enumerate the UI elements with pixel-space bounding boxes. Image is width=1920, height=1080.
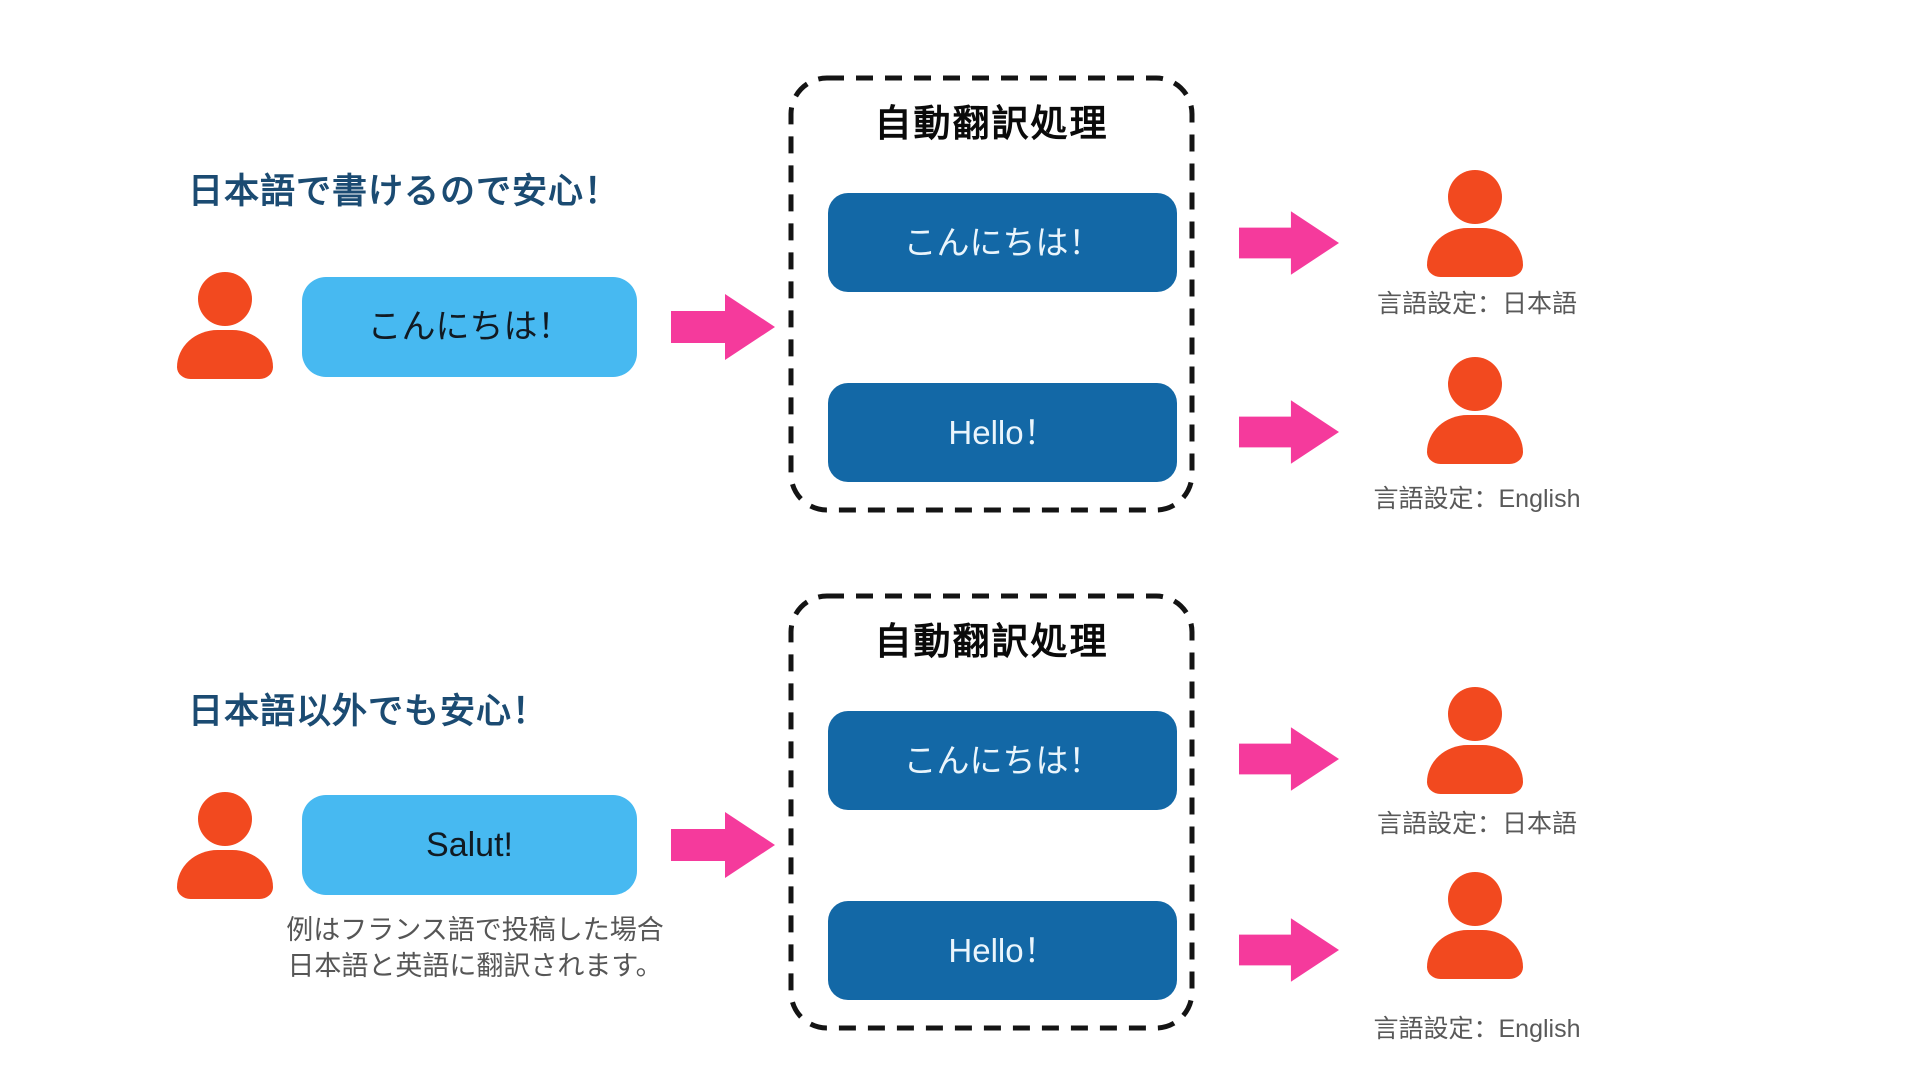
example-caption-line1: 例はフランス語で投稿した場合 xyxy=(286,915,664,945)
example-caption: 例はフランス語で投稿した場合 日本語と英語に翻訳されます。 xyxy=(280,912,670,984)
process-title: 自動翻訳処理 xyxy=(874,103,1109,144)
user-icon xyxy=(1427,357,1523,464)
sender-message-bubble: Salut! xyxy=(302,795,637,895)
user-icon xyxy=(1427,170,1523,277)
user-icon xyxy=(1427,872,1523,979)
arrow-right-icon xyxy=(1239,399,1339,465)
section2-heading: 日本語以外でも安心！ xyxy=(188,692,549,731)
user-icon xyxy=(177,792,273,899)
user-icon-torso xyxy=(1427,930,1523,979)
user-icon-torso xyxy=(1427,415,1523,464)
section1-heading: 日本語で書けるので安心！ xyxy=(188,172,621,211)
translated-output-japanese: こんにちは！ xyxy=(828,711,1177,810)
translation-process-box: 自動翻訳処理 こんにちは！ Hello！ xyxy=(788,75,1195,513)
user-icon-torso xyxy=(1427,228,1523,277)
dashed-border xyxy=(788,75,1195,513)
user-icon-head xyxy=(1448,872,1502,926)
arrow-right-icon xyxy=(1239,917,1339,983)
arrow-right-icon xyxy=(671,294,775,360)
translated-output-english: Hello！ xyxy=(828,901,1177,1000)
arrow-right-icon xyxy=(1239,210,1339,276)
user-icon-torso xyxy=(1427,745,1523,794)
user-icon-head xyxy=(1448,687,1502,741)
user-icon-head xyxy=(1448,357,1502,411)
user-icon xyxy=(1427,687,1523,794)
translated-output-japanese: こんにちは！ xyxy=(828,193,1177,292)
arrow-right-icon xyxy=(1239,726,1339,792)
user-icon-head xyxy=(198,272,252,326)
user-icon xyxy=(177,272,273,379)
user-icon-head xyxy=(198,792,252,846)
language-setting-label: 言語設定：日本語 xyxy=(1376,290,1577,318)
process-title: 自動翻訳処理 xyxy=(874,621,1109,662)
language-setting-label: 言語設定：English xyxy=(1373,1015,1581,1043)
language-setting-label: 言語設定：日本語 xyxy=(1376,810,1577,838)
dashed-border xyxy=(788,593,1195,1031)
user-icon-torso xyxy=(177,330,273,379)
language-setting-label: 言語設定：English xyxy=(1373,485,1581,513)
example-caption-line2: 日本語と英語に翻訳されます。 xyxy=(287,951,663,981)
sender-message-bubble: こんにちは！ xyxy=(302,277,637,377)
translated-output-english: Hello！ xyxy=(828,383,1177,482)
user-icon-head xyxy=(1448,170,1502,224)
arrow-right-icon xyxy=(671,812,775,878)
user-icon-torso xyxy=(177,850,273,899)
translation-process-box: 自動翻訳処理 こんにちは！ Hello！ xyxy=(788,593,1195,1031)
